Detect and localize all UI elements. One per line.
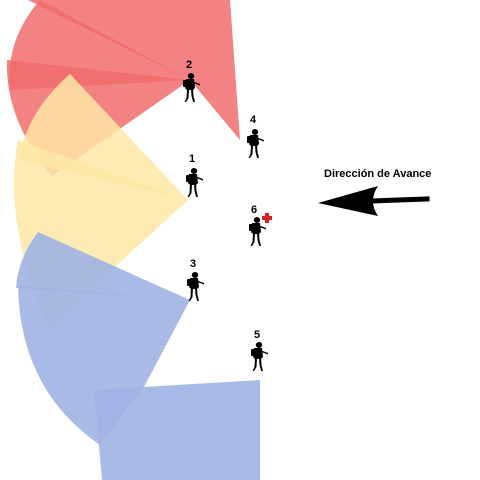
soldier-number-5: 5 [254,329,260,341]
soldier-icon [249,217,266,246]
sector-blue-lower [94,380,260,480]
soldier-1: 1 [186,153,203,197]
sectors [6,0,260,480]
soldier-icon [187,272,204,301]
direction-label: Dirección de Avance [324,168,431,180]
soldier-number-3: 3 [190,258,196,270]
soldier-2: 2 [183,59,200,102]
arrow-left-icon [318,186,430,216]
soldier-5: 5 [251,329,268,371]
soldier-icon [186,168,203,197]
soldier-6: 6 [249,204,272,246]
medic-cross-icon [262,213,272,223]
soldier-icon [251,342,268,371]
sector-blue-upper [16,232,190,300]
soldier-4: 4 [247,114,264,158]
soldier-number-1: 1 [189,153,195,165]
sector-red-main [28,0,240,140]
soldier-3: 3 [187,258,204,301]
soldier-number-6: 6 [251,204,257,216]
soldier-icon [247,129,264,158]
soldier-number-2: 2 [186,59,192,71]
sector-blue-main [18,286,190,445]
soldier-number-4: 4 [250,114,257,126]
